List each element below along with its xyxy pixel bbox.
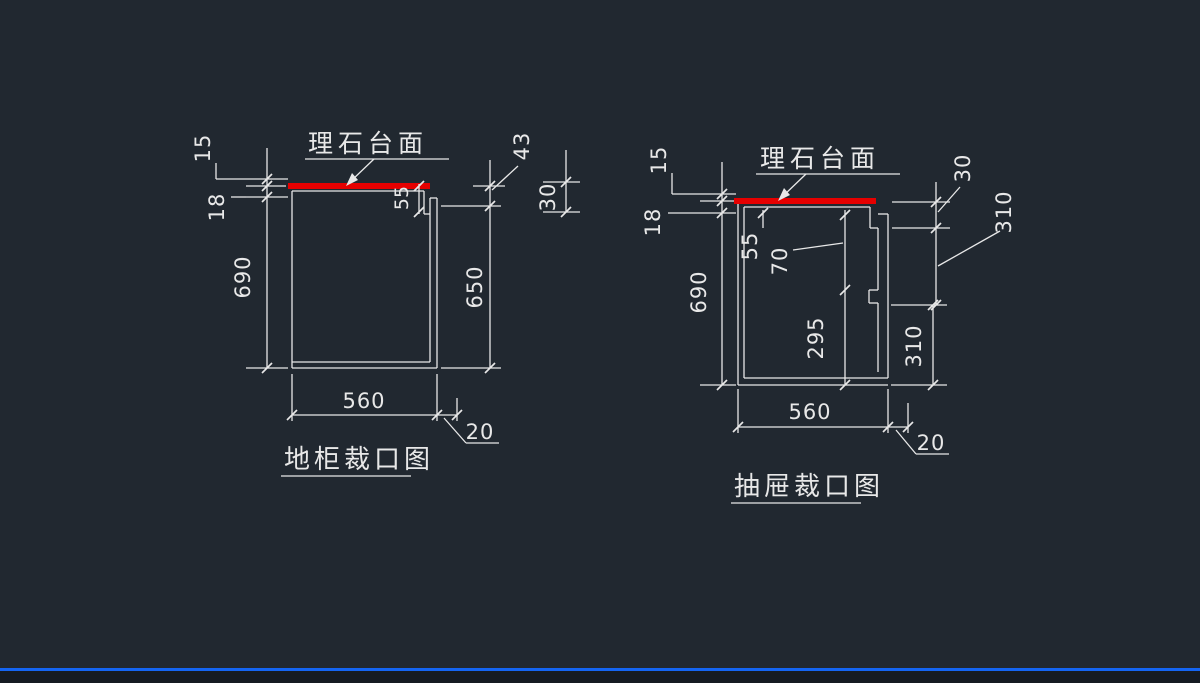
dim-310-upper-label: 310 (992, 190, 1016, 233)
dim-outer-height: 690 (687, 162, 736, 391)
dim-rabbet-55: 55 (738, 207, 769, 261)
dim-outer-height: 690 (231, 148, 288, 374)
dim-70-label: 70 (768, 247, 792, 276)
dim-15-label: 15 (647, 146, 671, 175)
dim-inner-chain: 70 295 (768, 209, 851, 391)
drawing-title: 抽屉裁口图 (734, 472, 884, 502)
dim-rabbet-55: 55 (391, 180, 425, 218)
dim-width-560: 560 20 (732, 389, 949, 455)
dim-55-label: 55 (738, 232, 762, 261)
drawer-outline (737, 201, 889, 386)
drawer-title: 抽屉裁口图 (731, 472, 884, 504)
statusbar-area (0, 671, 1200, 683)
dim-notch-30: 30 (536, 150, 580, 218)
drawing-title: 地柜裁口图 (284, 445, 434, 475)
dim-18-label: 18 (205, 193, 229, 222)
dim-width-560: 560 20 (286, 374, 499, 444)
dim-55-label: 55 (391, 186, 413, 210)
dim-690-label: 690 (687, 270, 711, 313)
dim-20-label: 20 (466, 420, 495, 444)
countertop-label: 理石台面 (308, 129, 428, 158)
dim-650-label: 650 (463, 265, 487, 308)
leader-arrow-icon (346, 173, 358, 186)
dim-countertop-thickness: 15 18 (641, 146, 736, 237)
dim-43-label: 43 (510, 132, 534, 161)
base-cabinet-outline (291, 190, 438, 369)
dim-15-label: 15 (191, 134, 215, 163)
dim-30-label: 30 (536, 183, 560, 212)
dim-560-label: 560 (342, 389, 385, 413)
base-cabinet-title: 地柜裁口图 (281, 445, 434, 477)
dim-310-lower-label: 310 (902, 324, 926, 367)
dim-20-label: 20 (917, 431, 946, 455)
countertop-callout: 理石台面 (756, 144, 900, 201)
countertop-label: 理石台面 (760, 144, 880, 173)
drawer-drawing: 690 15 18 55 70 295 (641, 144, 1016, 504)
dim-right-lower-310: 310 (891, 299, 947, 391)
dim-18-label: 18 (641, 208, 665, 237)
dim-30-label: 30 (951, 154, 975, 183)
dim-295-label: 295 (804, 316, 828, 359)
leader-arrow-icon (778, 188, 790, 201)
dim-right-top-30-310: 30 310 (892, 154, 1016, 311)
statusbar-divider (0, 668, 1200, 671)
dim-560-label: 560 (788, 400, 831, 424)
dim-inner-height-650: 650 43 (441, 132, 534, 374)
dim-690-label: 690 (231, 255, 255, 298)
base-cabinet-drawing: 690 15 18 55 560 (191, 129, 580, 477)
dim-countertop-thickness: 15 18 (191, 134, 288, 222)
countertop-callout: 理石台面 (305, 129, 449, 186)
